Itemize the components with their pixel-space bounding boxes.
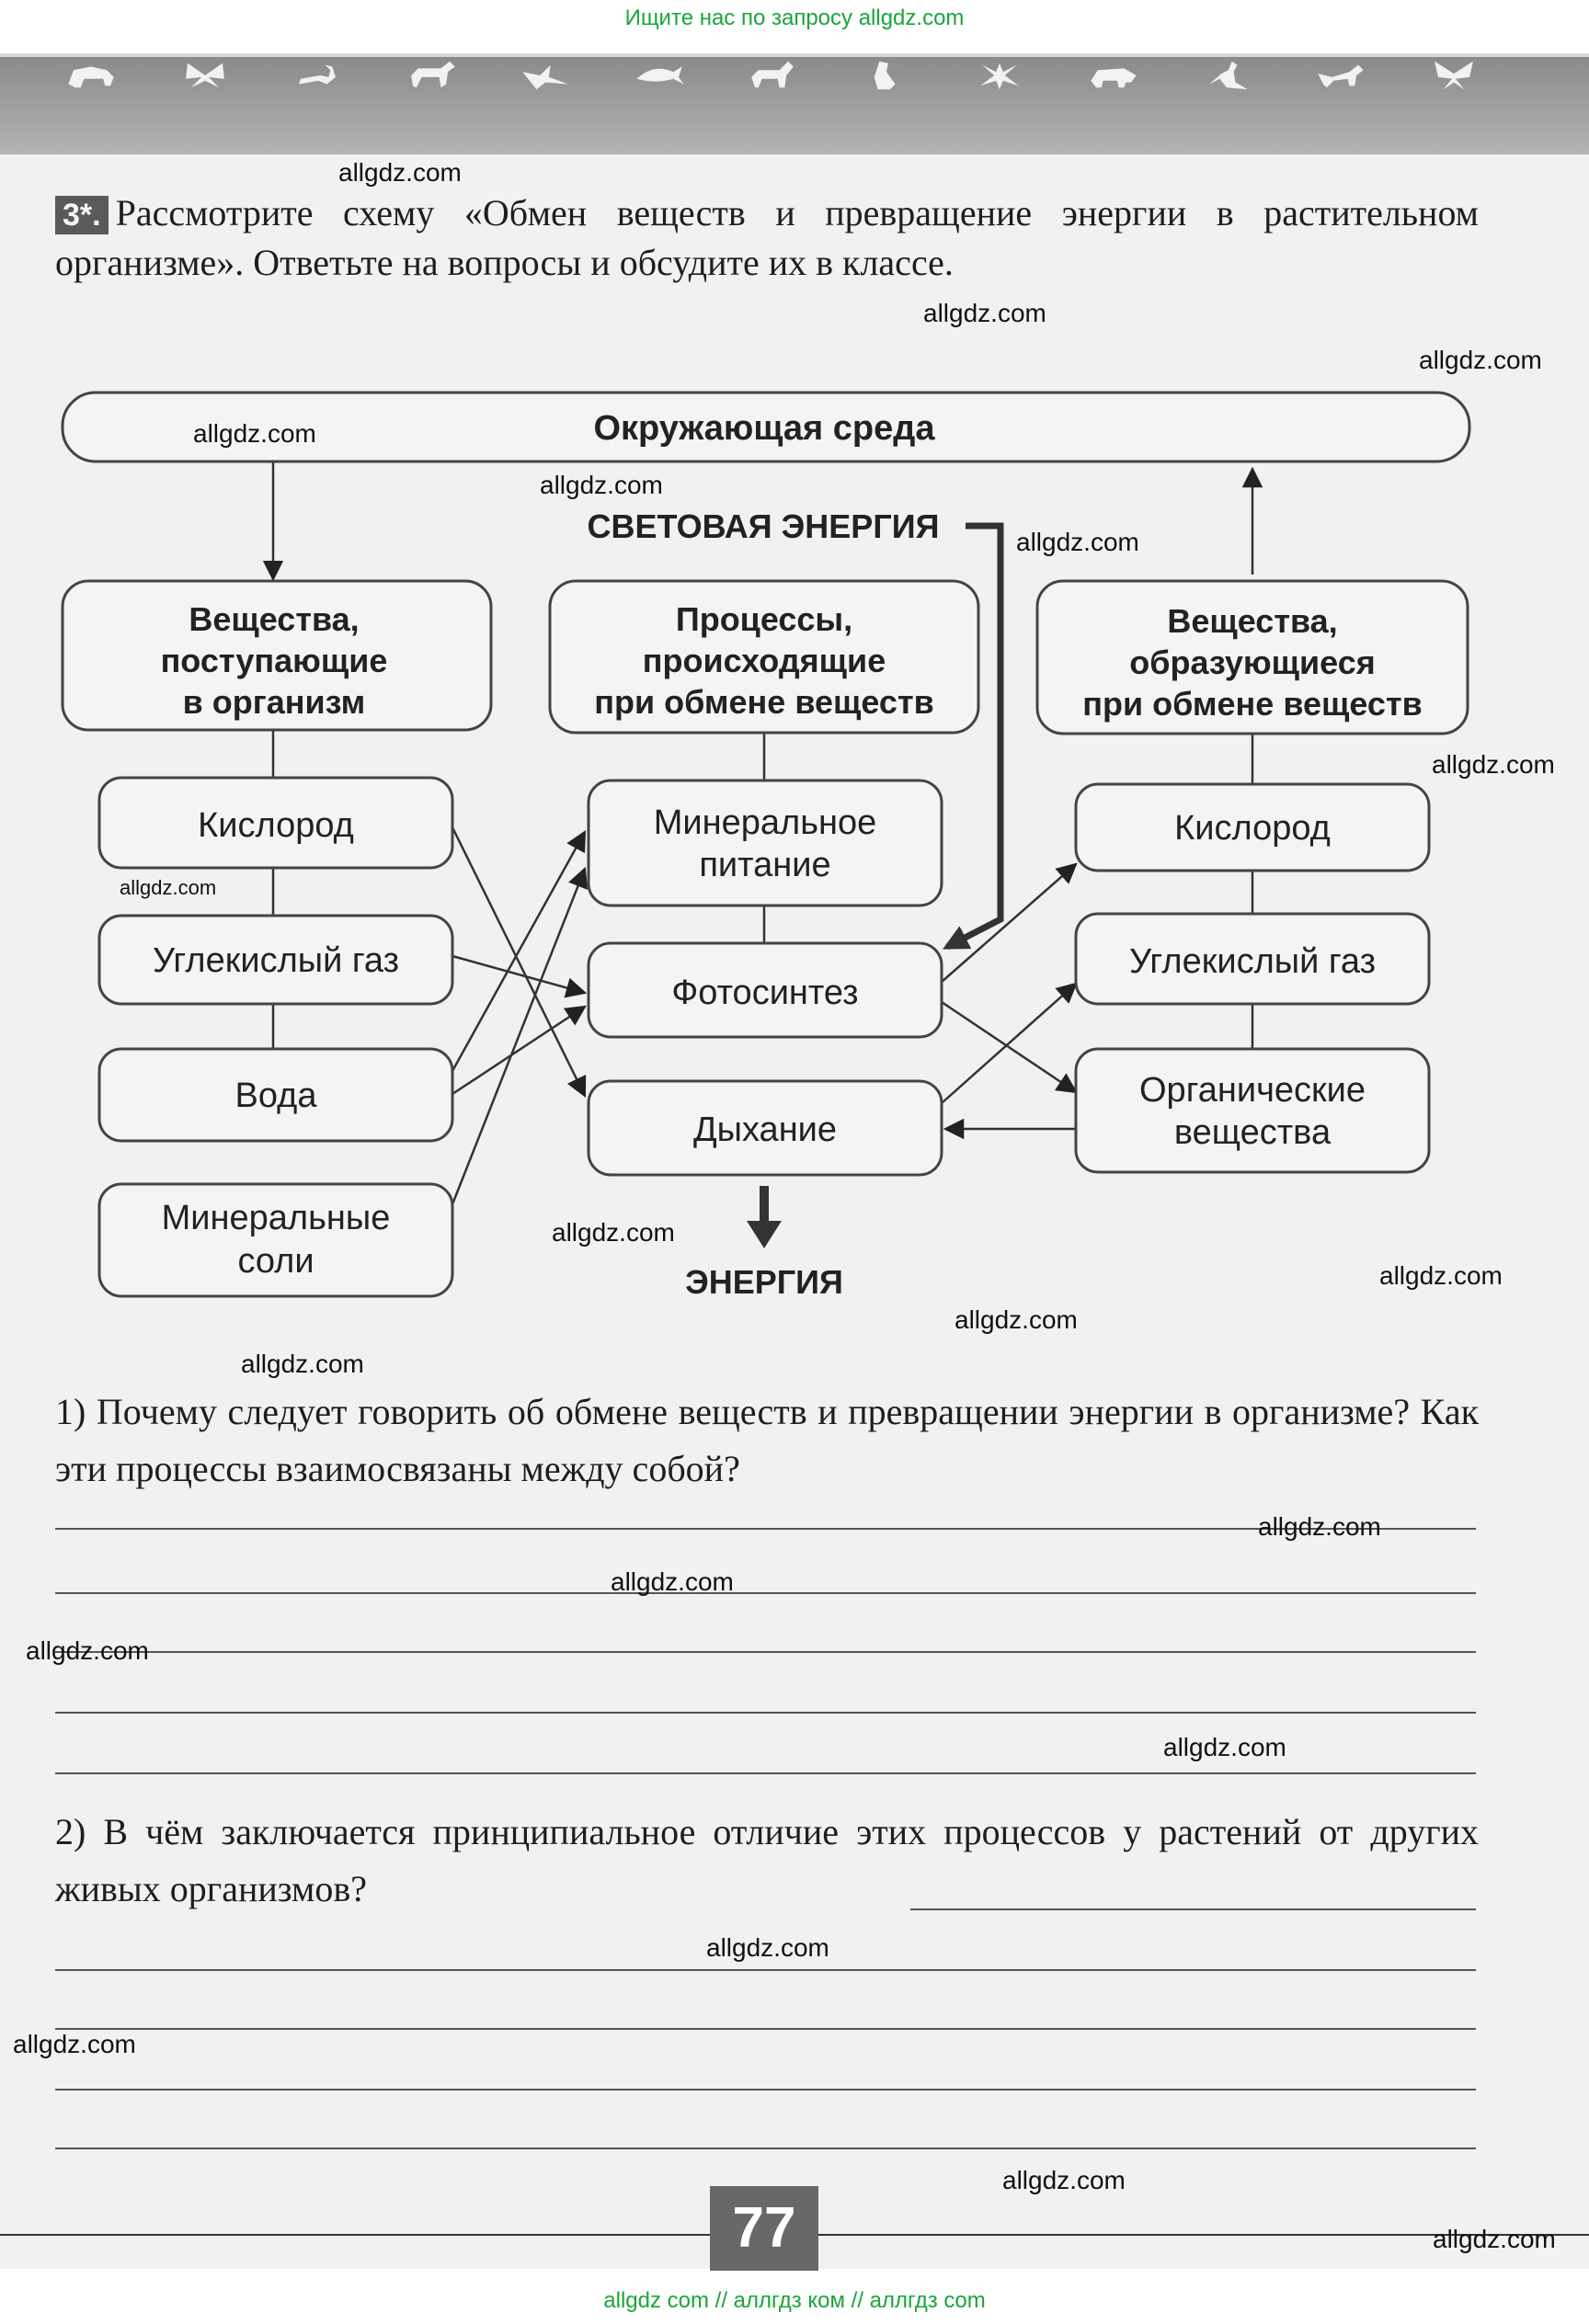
outgoing-header-box <box>1035 579 1469 735</box>
outgoing-item-box <box>1074 1047 1431 1174</box>
incoming-header-line: поступающие <box>161 642 388 679</box>
page-number: 77 <box>710 2186 818 2271</box>
watermark[interactable]: allgdz.com <box>1419 346 1542 374</box>
watermark[interactable]: allgdz.com <box>26 1636 149 1665</box>
outgoing-header-line: образующиеся <box>1129 644 1376 681</box>
watermark[interactable]: allgdz.com <box>923 299 1046 327</box>
outgoing-item-box <box>1074 782 1431 872</box>
process-item-box <box>587 1079 943 1177</box>
bison-icon <box>68 66 114 88</box>
answer-line[interactable] <box>55 1772 1476 1774</box>
watermark[interactable]: allgdz.com <box>1258 1512 1381 1541</box>
light-energy-label: СВЕТОВАЯ ЭНЕРГИЯ <box>588 507 940 545</box>
outgoing-item-box <box>1074 912 1431 1006</box>
question-2: 2) В чём заключается принципиальное отли… <box>55 1811 1479 1909</box>
incoming-water: Вода <box>235 1077 318 1115</box>
watermark[interactable]: allgdz.com <box>611 1567 734 1596</box>
animal-silhouettes <box>64 57 1480 94</box>
environment-box <box>61 391 1471 463</box>
watermark[interactable]: allgdz.com <box>1002 2166 1126 2194</box>
process-respiration: Дыхание <box>693 1111 837 1149</box>
boar-icon <box>1090 68 1137 88</box>
answer-line[interactable] <box>55 1528 1476 1530</box>
moth-icon <box>1435 61 1473 90</box>
process-item-box <box>587 779 943 907</box>
processes-header-box <box>548 579 980 735</box>
scorpion-icon <box>299 64 336 85</box>
watermark[interactable]: allgdz.com <box>552 1218 675 1247</box>
insect-icon <box>980 63 1019 90</box>
incoming-item-box <box>97 914 454 1006</box>
process-mineral-nutrition: Минеральное <box>654 803 877 842</box>
process-mineral-nutrition: питание <box>699 846 830 884</box>
top-banner[interactable]: Ищите нас по запросу allgdz.com <box>624 6 965 30</box>
dolphin-icon <box>635 66 684 85</box>
goat-icon <box>751 61 794 88</box>
answer-line[interactable] <box>55 1592 1476 1594</box>
processes-header-line: происходящие <box>643 642 886 679</box>
page-header-band <box>0 53 1589 158</box>
incoming-header-box <box>61 579 493 732</box>
outgoing-organic: Органические <box>1139 1071 1366 1110</box>
incoming-item-box <box>97 1182 454 1298</box>
watermark[interactable]: allgdz.com <box>1163 1733 1286 1761</box>
footer-links[interactable]: allgdz com // аллгдз ком // аллгдз com <box>603 2288 986 2313</box>
outgoing-header-line: при обмене веществ <box>1082 685 1422 723</box>
task-number: 3*. <box>55 196 109 234</box>
fox-icon <box>1317 64 1364 88</box>
task-text: Рассмотрите схему «Обмен веществ и превр… <box>55 192 1479 283</box>
processes-header-line: при обмене веществ <box>594 683 933 721</box>
processes-header-line: Процессы, <box>676 600 852 638</box>
bird-icon <box>522 64 568 90</box>
outgoing-co2: Углекислый газ <box>1129 942 1376 981</box>
penguin-icon <box>874 61 895 90</box>
energy-label: ЭНЕРГИЯ <box>685 1263 843 1301</box>
answer-line[interactable] <box>910 1908 1476 1910</box>
watermark[interactable]: allgdz.com <box>1432 750 1555 779</box>
watermark[interactable]: allgdz.com <box>1379 1261 1503 1290</box>
watermark[interactable]: allgdz.com <box>955 1305 1078 1334</box>
answer-line[interactable] <box>55 1712 1476 1714</box>
watermark[interactable]: allgdz.com <box>540 471 663 499</box>
horse-icon <box>410 61 455 88</box>
outgoing-oxygen: Кислород <box>1174 809 1331 848</box>
answer-line[interactable] <box>55 1651 1476 1653</box>
environment-label: Окружающая среда <box>593 409 935 448</box>
outgoing-organic: вещества <box>1174 1113 1332 1152</box>
watermark[interactable]: allgdz.com <box>241 1350 364 1378</box>
answer-line[interactable] <box>55 1969 1476 1971</box>
incoming-minerals: Минеральные <box>162 1199 391 1237</box>
watermark[interactable]: allgdz.com <box>120 876 217 899</box>
incoming-minerals: соли <box>237 1242 314 1281</box>
incoming-co2: Углекислый газ <box>153 941 399 980</box>
kangaroo-icon <box>1209 61 1248 90</box>
process-item-box <box>587 941 943 1039</box>
incoming-oxygen: Кислород <box>198 806 354 845</box>
butterfly-icon <box>185 63 224 88</box>
question-1: 1) Почему следует говорить об обмене вещ… <box>55 1391 1479 1489</box>
watermark[interactable]: allgdz.com <box>706 1933 829 1962</box>
answer-line[interactable] <box>55 2089 1476 2090</box>
watermark[interactable]: allgdz.com <box>338 158 462 187</box>
task-statement: 3*.Рассмотрите схему «Обмен веществ и пр… <box>55 188 1479 288</box>
incoming-header-line: в организм <box>183 683 366 721</box>
incoming-header-line: Вещества, <box>189 600 359 638</box>
incoming-item-box <box>97 776 454 870</box>
answer-line[interactable] <box>55 2028 1476 2030</box>
incoming-item-box <box>97 1047 454 1143</box>
outgoing-header-line: Вещества, <box>1167 602 1337 640</box>
answer-line[interactable] <box>55 2147 1476 2149</box>
process-photosynthesis: Фотосинтез <box>671 974 858 1012</box>
watermark[interactable]: allgdz.com <box>1433 2225 1556 2253</box>
watermark[interactable]: allgdz.com <box>193 419 316 448</box>
watermark[interactable]: allgdz.com <box>13 2030 136 2058</box>
watermark[interactable]: allgdz.com <box>1016 528 1139 556</box>
